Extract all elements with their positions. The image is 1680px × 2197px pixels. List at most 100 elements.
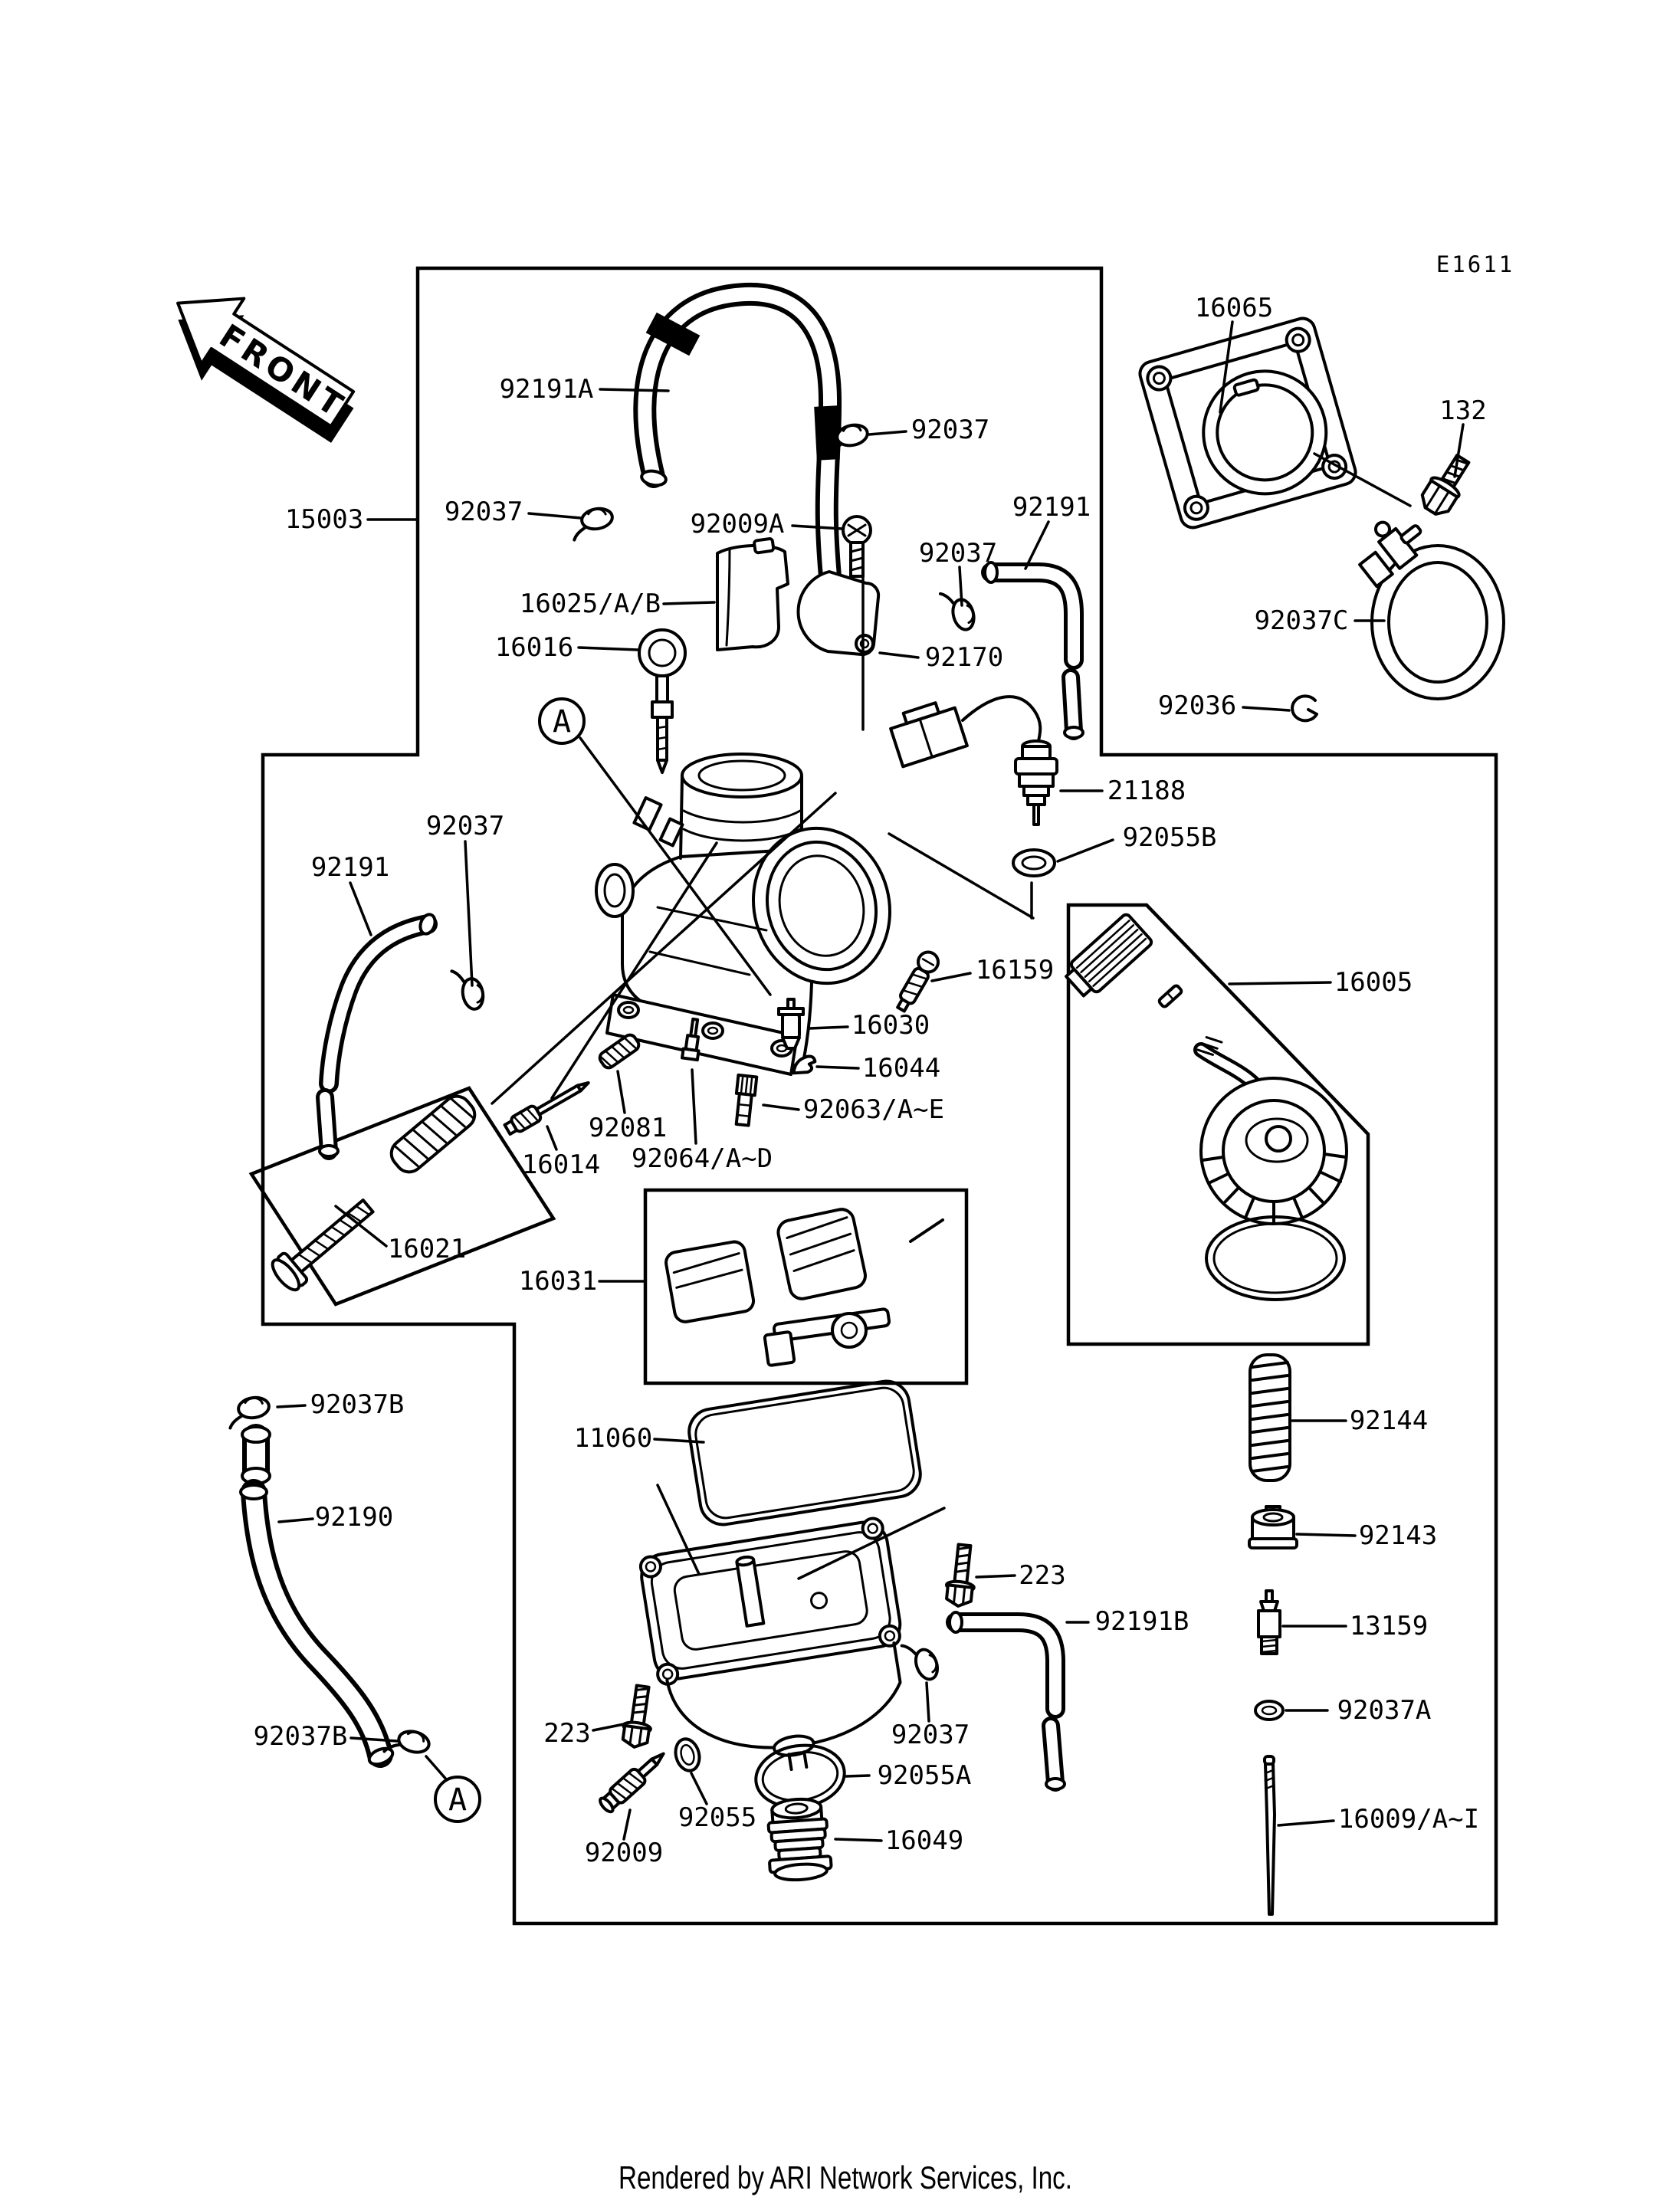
part-92037A-oring-drawing [1254, 1700, 1285, 1721]
part-label-92037B: 92037B [310, 1389, 405, 1420]
leader-92037 [464, 840, 474, 987]
part-label-16016: 16016 [495, 632, 573, 663]
part-label-16159: 16159 [976, 955, 1054, 985]
leader-16021 [334, 1205, 388, 1248]
leader-92009A [791, 524, 844, 530]
part-label-16044: 16044 [862, 1053, 940, 1084]
part-16016-needle-assy-drawing [638, 628, 687, 774]
part-92191-hose-left-drawing [316, 913, 438, 1160]
detail-marker-circle-0 [538, 697, 586, 745]
part-16030-needle-jet-drawing [777, 998, 805, 1050]
group-outline-boxes [248, 266, 1498, 1926]
part-label-16014: 16014 [522, 1149, 600, 1180]
part-label-92037: 92037 [445, 497, 523, 527]
part-label-92037: 92037 [919, 538, 997, 569]
part-label-92063/A~E: 92063/A~E [803, 1094, 944, 1125]
alignment-line-7 [656, 1484, 701, 1576]
leader-16030 [808, 1025, 849, 1030]
leader-92055B [1056, 838, 1114, 863]
leader-92190 [277, 1517, 314, 1523]
detail-marker-circle-1 [434, 1776, 481, 1823]
part-label-92009: 92009 [585, 1838, 663, 1868]
part-92037-clip-bowl-drawing [900, 1635, 943, 1687]
part-13159-needle-valve-drawing [1257, 1589, 1281, 1655]
part-92037B-clip-top-drawing [225, 1394, 273, 1430]
leader-92037 [958, 566, 963, 607]
leader-16014 [546, 1125, 558, 1151]
part-label-11060: 11060 [574, 1423, 652, 1454]
part-label-13159: 13159 [1350, 1611, 1428, 1641]
part-92055-oring-drawing [674, 1737, 701, 1772]
part-92036-clip-drawing [1291, 694, 1318, 723]
leader-92191 [349, 881, 372, 936]
part-92009-air-screw-drawing [599, 1752, 665, 1814]
leader-92009 [622, 1808, 632, 1841]
leader-16065 [1219, 320, 1234, 414]
part-92144-spring-drawing [1249, 1353, 1291, 1482]
part-16031-float-drawing [664, 1208, 944, 1367]
part-16049-drain-plug-drawing [766, 1797, 833, 1882]
leader-92037 [868, 430, 907, 436]
front-arrow-body [176, 297, 356, 428]
float-bowl-drawing [638, 1517, 902, 1772]
part-label-16021: 16021 [388, 1234, 466, 1264]
part-92170-bracket-drawing [796, 570, 881, 657]
part-92009A-screw-drawing [842, 515, 872, 578]
part-label-92037: 92037 [426, 811, 504, 841]
part-label-16065: 16065 [1195, 293, 1273, 323]
alignment-line-4 [491, 792, 837, 1105]
part-label-92190: 92190 [315, 1502, 393, 1533]
leader-11060 [653, 1438, 705, 1444]
leader-92064/A~D [691, 1068, 697, 1145]
part-label-92191: 92191 [311, 852, 389, 883]
leader-92037B [276, 1404, 307, 1408]
leader-223 [975, 1574, 1016, 1579]
detail-marker-label-1: A [448, 1782, 467, 1818]
part-16005-cap-kit-drawing [1065, 913, 1348, 1301]
part-label-92191: 92191 [1012, 492, 1091, 523]
part-92143-holder-drawing [1248, 1505, 1298, 1549]
part-label-92036: 92036 [1158, 690, 1236, 721]
cap-kit-box [1066, 903, 1370, 1346]
alignment-line-6 [797, 1507, 946, 1580]
alignment-lines-layer [425, 452, 1412, 1782]
part-label-16025/A/B: 16025/A/B [520, 589, 661, 619]
part-label-92144: 92144 [1350, 1405, 1428, 1436]
part-11060-gasket-drawing [687, 1379, 922, 1526]
part-16044-valve-seat-drawing [792, 1054, 817, 1075]
leader-92081 [616, 1070, 626, 1114]
part-92037-clip-mid-drawing [938, 585, 979, 636]
part-223-bolt-right-drawing [943, 1542, 980, 1609]
detail-marker-label-0: A [553, 704, 571, 739]
carburetor-body-drawing [595, 753, 892, 1076]
leader-92170 [878, 651, 920, 659]
part-label-132: 132 [1439, 395, 1486, 426]
part-label-92191A: 92191A [500, 374, 594, 405]
part-label-16031: 16031 [519, 1266, 597, 1297]
part-label-92064/A~D: 92064/A~D [632, 1143, 773, 1174]
alignment-line-1 [1313, 452, 1412, 507]
leader-16005 [1228, 981, 1332, 985]
leader-92036 [1242, 706, 1291, 712]
part-label-92037: 92037 [911, 415, 989, 445]
alignment-line-2 [579, 736, 772, 996]
leader-92037 [925, 1681, 930, 1723]
float-kit-box [643, 1188, 969, 1385]
part-92190-hose-drawing [239, 1424, 395, 1768]
part-label-16030: 16030 [851, 1010, 930, 1041]
sheet-code: E1611 [1436, 251, 1514, 277]
leader-92037 [527, 512, 582, 520]
part-132-bolt-drawing [1420, 454, 1471, 516]
leader-16025/A/B [662, 601, 716, 605]
part-label-92055B: 92055B [1123, 822, 1217, 853]
part-16065-holder-carburetor-drawing [1138, 316, 1357, 530]
part-label-92037C: 92037C [1255, 605, 1349, 636]
part-92081-spring-drawing [598, 1033, 641, 1070]
leader-16044 [815, 1065, 860, 1070]
leader-16016 [577, 646, 639, 651]
leader-223 [592, 1723, 625, 1732]
part-label-15003: 15003 [285, 504, 363, 535]
part-label-223: 223 [1019, 1560, 1065, 1591]
part-92037-clip-left-drawing [568, 504, 617, 542]
